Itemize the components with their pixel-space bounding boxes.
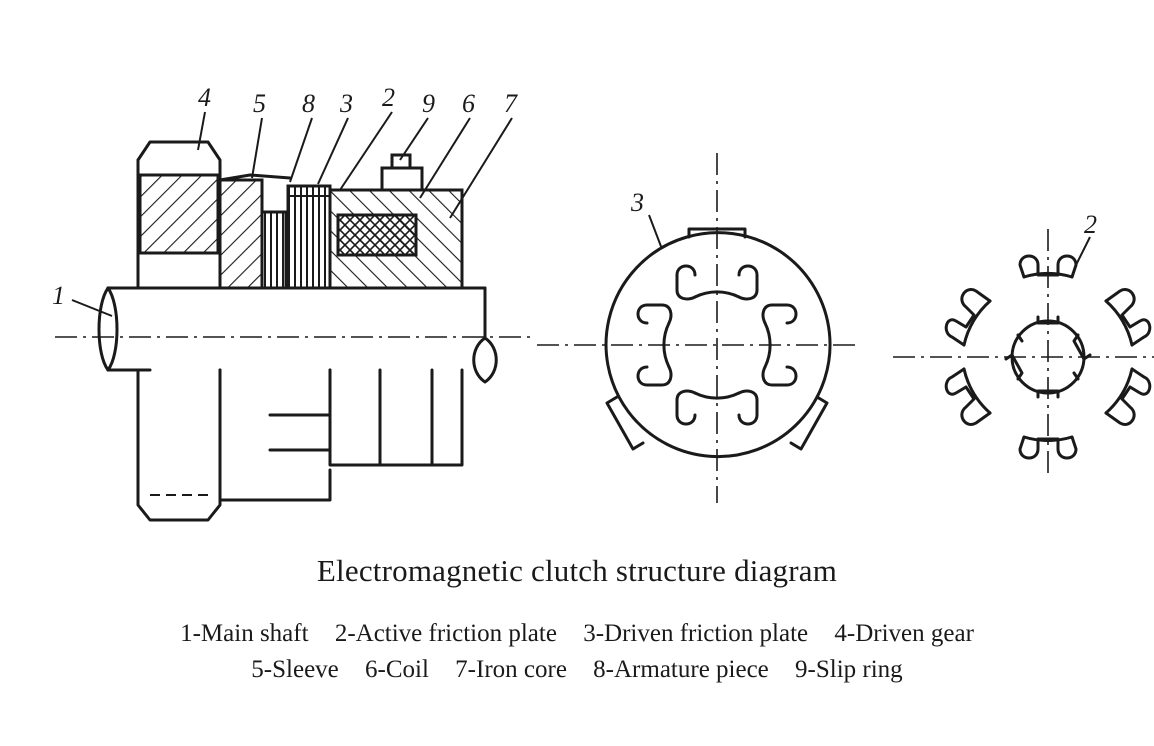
callout-6: 6 — [462, 89, 475, 118]
armature-piece — [260, 210, 288, 290]
callout-2: 2 — [382, 83, 395, 112]
callout-5: 5 — [253, 89, 266, 118]
clutch-cross-section: 4 5 8 3 2 9 6 7 1 — [52, 83, 530, 522]
legend-line-2: 5-Sleeve 6-Coil 7-Iron core 8-Armature p… — [0, 656, 1154, 684]
slip-ring — [380, 153, 424, 192]
legend-item-slip-ring: 9-Slip ring — [795, 656, 903, 683]
callout-leaders — [71, 111, 513, 317]
legend-line-1: 1-Main shaft 2-Active friction plate 3-D… — [0, 620, 1154, 648]
legend-item-iron-core: 7-Iron core — [455, 656, 567, 683]
clutch-diagram: 4 5 8 3 2 9 6 7 1 — [52, 83, 1154, 522]
legend-item-coil: 6-Coil — [365, 656, 429, 683]
legend-item-armature-piece: 8-Armature piece — [593, 656, 769, 683]
legend-item-driven-friction-plate: 3-Driven friction plate — [583, 620, 809, 647]
sleeve — [218, 173, 332, 502]
view-label-3: 3 — [630, 188, 644, 217]
callout-3: 3 — [339, 89, 353, 118]
driven-gear — [136, 140, 222, 522]
callout-8: 8 — [302, 89, 315, 118]
legend-item-main-shaft: 1-Main shaft — [180, 620, 309, 647]
coil — [336, 213, 418, 257]
legend-item-driven-gear: 4-Driven gear — [834, 620, 974, 647]
friction-plate-stack — [286, 184, 332, 290]
callout-4: 4 — [198, 83, 211, 112]
diagram-title: Electromagnetic clutch structure diagram — [316, 553, 838, 588]
callout-7: 7 — [504, 89, 518, 118]
legend-item-sleeve: 5-Sleeve — [251, 656, 339, 683]
main-shaft — [97, 286, 498, 384]
view-label-2: 2 — [1084, 210, 1097, 239]
callout-9: 9 — [422, 89, 435, 118]
active-friction-plate-view: 2 — [893, 210, 1154, 479]
callout-1: 1 — [52, 281, 65, 310]
iron-core — [328, 188, 464, 467]
driven-friction-plate-view: 3 — [537, 153, 857, 503]
legend-item-active-friction-plate: 2-Active friction plate — [334, 620, 557, 647]
